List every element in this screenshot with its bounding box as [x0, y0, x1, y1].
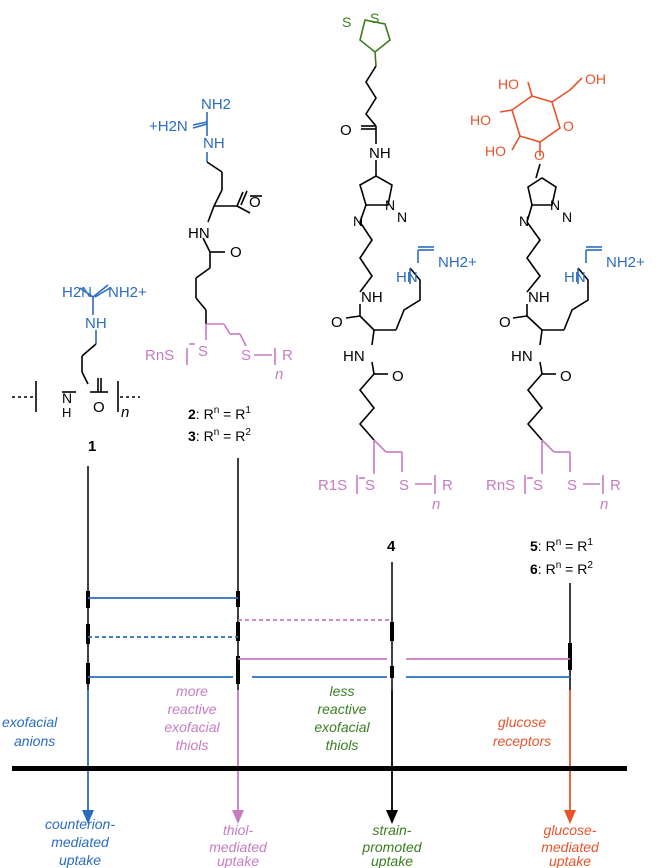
- more-reactive-2: reactive: [167, 701, 216, 717]
- glucose-uptake-1: glucose-: [544, 822, 597, 838]
- less-reactive-2: reactive: [317, 701, 366, 717]
- exofacial-label-2: anions: [14, 733, 55, 749]
- c23-n: n: [275, 366, 283, 383]
- strain-uptake-3: uptake: [371, 853, 413, 868]
- c1-o: O: [93, 399, 105, 416]
- c1-h2n: H2N: [62, 284, 92, 301]
- c1-h: H: [62, 405, 71, 420]
- glucose-receptors-2: receptors: [493, 733, 551, 749]
- c56-o-mid: O: [499, 314, 511, 331]
- c4-hn-mid: HN: [343, 348, 365, 365]
- c56-label-6: 6: Rn = R2: [530, 560, 593, 577]
- c4-nh-mid: NH: [361, 289, 383, 306]
- thiol-uptake-3: uptake: [217, 853, 259, 868]
- arrowhead-thiol: [232, 810, 244, 824]
- c23-r: R: [282, 347, 293, 364]
- c23-hn: HN: [188, 225, 210, 242]
- c4-s-a: S: [365, 477, 375, 494]
- c56-triazole-n2: N: [562, 209, 572, 225]
- c4-s2: S: [370, 10, 379, 26]
- less-reactive-1: less: [330, 683, 355, 699]
- c23-rns: RnS: [145, 347, 174, 364]
- arrowhead-strain: [386, 810, 398, 824]
- c23-h2nplus: +H2N: [149, 118, 188, 135]
- c4-nh-top: NH: [369, 145, 391, 162]
- c23-o-ester: O: [249, 194, 261, 211]
- thiol-uptake-1: thiol-: [223, 822, 254, 838]
- arrowhead-counterion: [82, 810, 94, 824]
- c23-label-2: 2: Rn = R1: [188, 405, 251, 422]
- counterion-uptake-2: mediated: [51, 834, 110, 850]
- glucose-uptake-2: mediated: [541, 839, 600, 855]
- c23-nh: NH: [203, 135, 225, 152]
- c56-label-5: 5: Rn = R1: [530, 537, 593, 554]
- c4-triazole-n3: N: [353, 213, 363, 229]
- c1-label: 1: [88, 438, 96, 455]
- exofacial-label-1: exofacial: [2, 714, 58, 730]
- counterion-uptake-3: uptake: [59, 852, 101, 868]
- c1-nh2plus: NH2+: [108, 284, 147, 301]
- c4-hn-guan: HN: [396, 269, 418, 286]
- c56-o-low: O: [560, 368, 572, 385]
- c4-label: 4: [387, 538, 396, 555]
- c4-o-low: O: [392, 368, 404, 385]
- c56-rns: RnS: [486, 477, 515, 494]
- c23-s1: S: [198, 343, 208, 360]
- strain-uptake-1: strain-: [373, 822, 412, 838]
- compound-1-structure: H2N NH2+ NH N H O n 1: [12, 284, 147, 455]
- more-reactive-1: more: [176, 683, 208, 699]
- counterion-uptake-1: counterion-: [45, 816, 115, 832]
- glucose-receptors-1: glucose: [498, 714, 546, 730]
- c56-s-a: S: [533, 477, 543, 494]
- c56-nh2plus: NH2+: [606, 254, 645, 271]
- c4-s-b: S: [399, 477, 409, 494]
- c23-label-3: 3: Rn = R2: [188, 427, 251, 444]
- c4-s1: S: [342, 14, 351, 30]
- c4-triazole-n1: N: [385, 197, 395, 213]
- less-reactive-3: exofacial: [314, 719, 370, 735]
- compound-2-3-structure: NH2 +H2N NH O HN: [145, 96, 293, 444]
- c23-s2: S: [241, 347, 251, 364]
- c56-r: R: [610, 477, 621, 494]
- c1-n-subscript: n: [121, 404, 129, 421]
- compound-4-structure: S S O NH N N N: [318, 10, 477, 555]
- arrowhead-glucose: [564, 810, 576, 824]
- thiol-uptake-2: mediated: [209, 839, 268, 855]
- c56-o-ring: O: [563, 118, 574, 134]
- more-reactive-4: thiols: [176, 737, 209, 753]
- c56-o-link: O: [534, 147, 545, 163]
- c56-ho-top: HO: [498, 76, 519, 92]
- c56-s-b: S: [567, 477, 577, 494]
- c4-r: R: [442, 477, 453, 494]
- more-reactive-3: exofacial: [164, 719, 220, 735]
- c4-r1s: R1S: [318, 477, 347, 494]
- c4-n: n: [432, 496, 440, 513]
- c56-ho-low: HO: [485, 143, 506, 159]
- less-reactive-4: thiols: [326, 737, 359, 753]
- compound-5-6-structure: HO OH HO O HO O N N N HN: [470, 71, 645, 577]
- c56-hn-guan: HN: [564, 269, 586, 286]
- c56-ho-mid: HO: [470, 112, 491, 128]
- cell-membrane: [12, 766, 627, 771]
- glucose-uptake-3: uptake: [549, 853, 591, 868]
- c23-nh2: NH2: [201, 96, 231, 113]
- c4-o-top: O: [340, 122, 352, 139]
- c4-nh2plus: NH2+: [438, 254, 477, 271]
- c4-triazole-n2: N: [397, 209, 407, 225]
- uptake-labels: counterion- mediated uptake thiol- media…: [45, 816, 600, 868]
- c1-nh: NH: [85, 315, 107, 332]
- c56-oh-top: OH: [585, 71, 606, 87]
- c56-n: n: [600, 496, 608, 513]
- pathway-lines: [12, 458, 627, 824]
- c1-n: N: [62, 390, 72, 406]
- mechanism-labels: exofacial anions more reactive exofacial…: [2, 683, 551, 753]
- strain-uptake-2: promoted: [361, 839, 422, 855]
- c4-o-mid: O: [331, 314, 343, 331]
- c56-triazole-n1: N: [550, 197, 560, 213]
- c56-nh-mid: NH: [528, 289, 550, 306]
- c56-hn-mid: HN: [511, 348, 533, 365]
- c56-triazole-n3: N: [519, 213, 529, 229]
- c23-o-amide: O: [230, 244, 242, 261]
